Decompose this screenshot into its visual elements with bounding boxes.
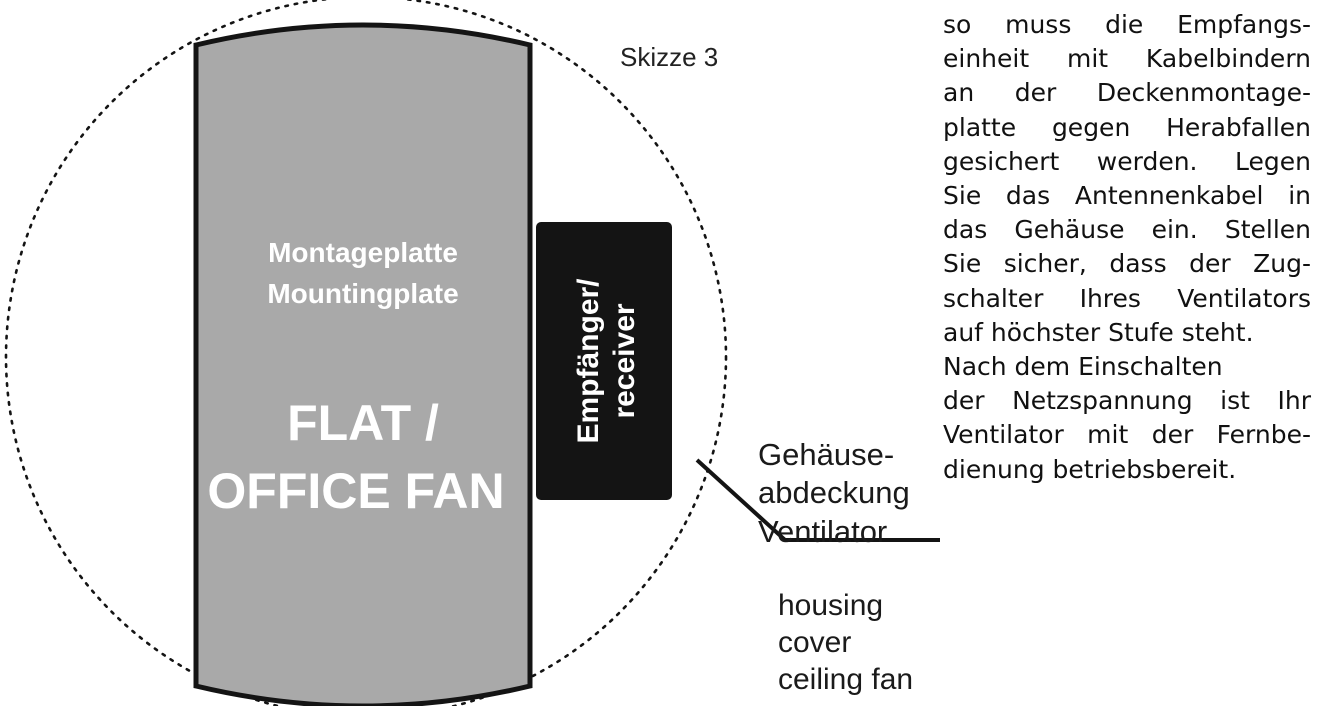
paragraph-line: Sie das Antennenkabel in [943, 181, 1311, 211]
paragraph-line: dienung betriebsbereit. [943, 454, 1237, 484]
callout-en-line2: cover [778, 626, 851, 659]
paragraph-line: Nach dem Einschalten [943, 352, 1223, 382]
plate-label-de: Montageplatte [268, 237, 458, 268]
paragraph-line: platte gegen Herabfallen [943, 112, 1311, 142]
receiver-box [536, 222, 672, 500]
detail-circle [4, 0, 728, 706]
sketch-label: Skizze 3 [620, 42, 718, 72]
receiver-label-en: receiver [608, 303, 641, 418]
paragraph-line: einheit mit Kabelbindern [943, 44, 1311, 74]
callout-de-line1: Gehäuse- [758, 437, 894, 472]
instruction-paragraph: so muss die Empfangs- einheit mit Kabelb… [943, 8, 1311, 487]
paragraph-line: so muss die Empfangs- [943, 10, 1311, 39]
callout-de-line3: Ventilator [758, 514, 887, 549]
paragraph-line: an der Deckenmontage- [943, 78, 1311, 108]
paragraph-line: der Netzspannung ist Ihr [943, 386, 1311, 416]
paragraph-line: Sie sicher, dass der Zug- [943, 249, 1311, 279]
callout-en-line3: ceiling fan [778, 663, 913, 696]
receiver-label-de: Empfänger/ [572, 278, 605, 444]
paragraph-line: schalter Ihres Ventilators [943, 283, 1311, 313]
paragraph-line: das Gehäuse ein. Stellen [943, 215, 1311, 245]
fan-title-line1: FLAT / [287, 395, 439, 451]
fan-title-line2: OFFICE FAN [207, 463, 504, 519]
paragraph-line: auf höchster Stufe steht. [943, 317, 1254, 347]
plate-label-en: Mountingplate [267, 278, 458, 309]
callout-de-line2: abdeckung [758, 475, 910, 510]
callout-leader-line [695, 458, 940, 542]
paragraph-line: gesichert werden. Legen [943, 146, 1311, 176]
callout-en-line1: housing [778, 589, 883, 622]
mounting-plate [193, 22, 533, 706]
paragraph-line: Ventilator mit der Fernbe- [943, 420, 1311, 450]
